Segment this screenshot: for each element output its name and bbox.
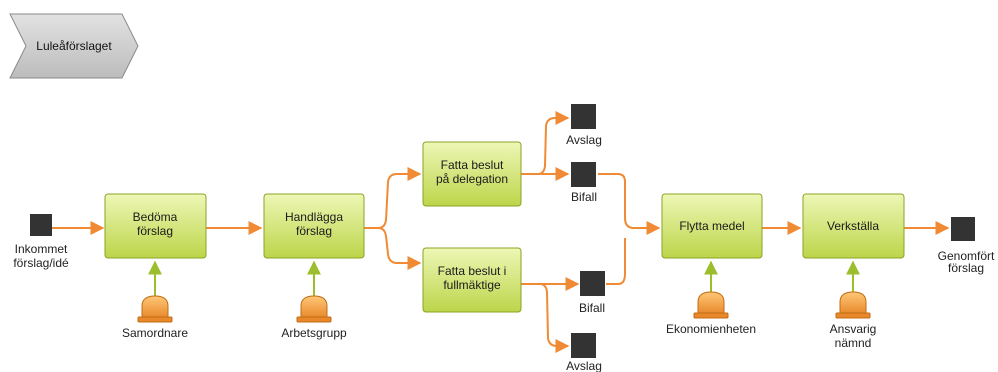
activity-bedoma[interactable]: Bedöma förslag [104,193,207,259]
event-fullmaktige-bifall-label: Bifall [579,301,605,315]
end-event-label-2: förslag [948,261,984,275]
flow-fullmaktige-to-avslag [539,283,570,353]
event-delegation-bifall-label: Bifall [571,190,597,204]
bell-icon [296,295,332,323]
end-event: Genomfört förslag [938,217,995,275]
actor-ekonomienheten-label: Ekonomienheten [666,322,756,336]
activity-flytta-line1: Flytta medel [679,219,744,233]
activity-verkstalla[interactable]: Verkställa [802,193,905,259]
activity-delegation-line2: på delegation [436,172,508,186]
flow-connectors [52,111,950,353]
flow-bifall-to-flytta [598,173,661,235]
activity-bedoma-line2: förslag [137,224,173,238]
actor-arbetsgrupp-label: Arbetsgrupp [281,326,347,340]
actor-ekonomienheten: Ekonomienheten [666,291,756,336]
actor-ansvarig: Ansvarig nämnd [830,291,877,350]
end-event-label-1: Genomfört [938,249,995,263]
actor-connectors [148,260,860,296]
activity-delegation-line1: Fatta beslut [441,158,504,172]
event-delegation-avslag: Avslag [566,104,602,147]
event-square-icon [571,162,596,187]
start-event-icon [30,214,52,236]
activity-handlagga-line2: förslag [296,224,332,238]
bell-icon [137,295,173,323]
start-event-label-2: förslag/idé [13,256,69,270]
bell-icon [693,291,729,319]
event-fullmaktige-avslag: Avslag [566,333,602,372]
activity-bedoma-line1: Bedöma [133,210,178,224]
activity-delegation[interactable]: Fatta beslut på delegation [422,141,522,207]
activity-fullmaktige-line1: Fatta beslut i [438,264,507,278]
activity-handlagga[interactable]: Handlägga förslag [263,193,365,259]
activity-flytta[interactable]: Flytta medel [661,193,763,259]
event-square-icon [580,271,605,296]
start-event: Inkommet förslag/idé [13,214,69,270]
start-event-label-1: Inkommet [15,242,68,256]
actor-arbetsgrupp: Arbetsgrupp [281,295,347,340]
actor-ansvarig-label-2: nämnd [835,336,872,350]
flow-delegation-to-avslag [521,111,570,175]
process-title: Luleåförslaget [36,39,112,53]
actor-ansvarig-label-1: Ansvarig [830,322,877,336]
activity-verkstalla-line1: Verkställa [827,219,879,233]
activity-fullmaktige[interactable]: Fatta beslut i fullmäktige [422,247,522,313]
flow-bifall2-to-flytta [606,238,626,285]
bell-icon [835,291,871,319]
process-chevron: Luleåförslaget [9,13,139,79]
event-delegation-bifall: Bifall [571,162,597,204]
event-fullmaktige-bifall: Bifall [579,271,605,315]
flow-handlagga-to-fullmaktige [377,227,422,270]
event-square-icon [571,333,596,358]
event-square-icon [571,104,596,129]
event-delegation-avslag-label: Avslag [566,133,602,147]
end-event-icon [951,217,975,241]
event-fullmaktige-avslag-label: Avslag [566,359,602,372]
activity-fullmaktige-line2: fullmäktige [443,278,501,292]
activity-handlagga-line1: Handlägga [285,210,343,224]
actor-samordnare: Samordnare [122,295,188,340]
actor-samordnare-label: Samordnare [122,326,188,340]
flow-handlagga-split [364,167,422,229]
